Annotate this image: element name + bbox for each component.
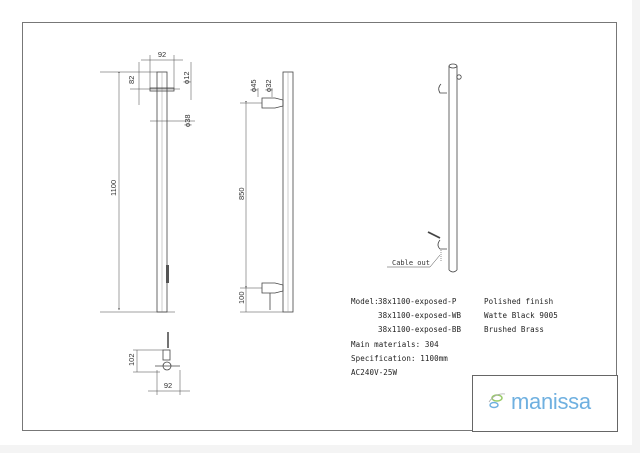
side-view (240, 71, 294, 313)
dim-width-92: 92 (158, 50, 166, 59)
specification: Specification: 1100mm (351, 353, 448, 363)
dim-height-1100: 1100 (109, 180, 118, 196)
front-view (100, 55, 195, 313)
dim-rail-38: ϕ38 (183, 114, 192, 127)
dim-top-width-92: 92 (164, 381, 172, 390)
dim-depth-102: 102 (127, 353, 136, 366)
brand-name: manissa (511, 389, 591, 414)
cable-out-label: Cable out (392, 259, 430, 267)
dim-bottom-100: 100 (237, 291, 246, 304)
brand-logo: manissa (485, 389, 591, 415)
dim-offset-82: 82 (127, 76, 136, 84)
power-rating: AC240V-25W (351, 368, 398, 378)
drawing-sheet (0, 0, 632, 445)
top-view (133, 332, 190, 395)
dim-pin-12: ϕ12 (182, 71, 191, 84)
iso-view (387, 63, 462, 273)
swirl-icon (488, 393, 506, 409)
dim-bracket-45: ϕ45 (249, 79, 258, 92)
dim-spacing-850: 850 (237, 187, 246, 200)
drawing-frame (22, 22, 617, 431)
materials: Main materials: 304 (351, 339, 439, 349)
dim-pin-32: ϕ32 (264, 79, 273, 92)
title-block: manissa (472, 375, 618, 432)
